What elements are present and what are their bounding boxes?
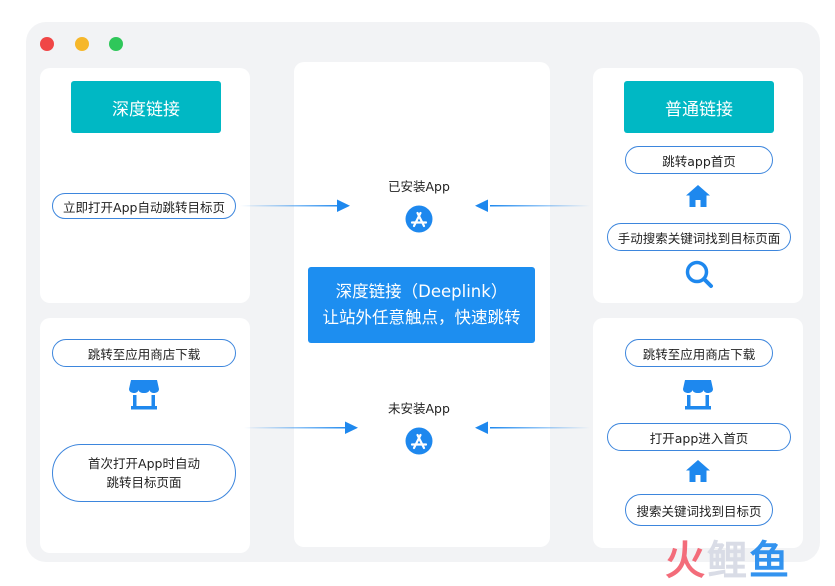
arrow-left-to-not-installed <box>244 421 358 434</box>
summary-line-2: 让站外任意触点，快速跳转 <box>322 308 521 327</box>
pill-line-1: 首次打开App时自动 <box>88 456 200 471</box>
pill-first-open-target: 首次打开App时自动 跳转目标页面 <box>52 444 236 502</box>
pill-manual-search: 手动搜索关键词找到目标页面 <box>607 223 791 251</box>
minimize-dot-icon[interactable] <box>75 37 89 51</box>
deeplink-title: 深度链接 <box>71 81 221 133</box>
not-installed-label: 未安装App <box>388 401 450 416</box>
pill-goto-store-left: 跳转至应用商店下载 <box>52 339 236 367</box>
pill-open-app-target: 立即打开App自动跳转目标页 <box>52 193 236 219</box>
watermark-logo: 火鲤鱼 <box>665 528 791 586</box>
summary-line-1: 深度链接（Deeplink） <box>335 282 508 301</box>
search-icon <box>685 260 713 288</box>
watermark-char-3: 鱼 <box>749 538 791 584</box>
home-icon <box>686 185 710 207</box>
store-icon <box>129 380 159 410</box>
app-store-icon <box>405 427 433 455</box>
pill-goto-app-home: 跳转app首页 <box>625 146 773 174</box>
pill-search-keyword: 搜索关键词找到目标页 <box>625 494 773 526</box>
installed-label: 已安装App <box>388 179 450 194</box>
pill-goto-store-right: 跳转至应用商店下载 <box>625 339 773 367</box>
watermark-char-2: 鲤 <box>707 538 749 584</box>
app-store-icon <box>405 205 433 233</box>
close-dot-icon[interactable] <box>40 37 54 51</box>
maximize-dot-icon[interactable] <box>109 37 123 51</box>
pill-line-2: 跳转目标页面 <box>106 475 182 490</box>
arrow-left-to-installed <box>240 199 350 212</box>
deeplink-summary-box: 深度链接（Deeplink） 让站外任意触点，快速跳转 <box>308 267 535 343</box>
watermark-char-1: 火 <box>665 538 707 584</box>
home-icon <box>686 460 710 482</box>
pill-open-app-home: 打开app进入首页 <box>607 423 791 451</box>
normal-link-title: 普通链接 <box>624 81 774 133</box>
store-icon <box>683 380 713 410</box>
arrow-right-to-installed <box>475 199 590 212</box>
arrow-right-to-not-installed <box>475 421 590 434</box>
